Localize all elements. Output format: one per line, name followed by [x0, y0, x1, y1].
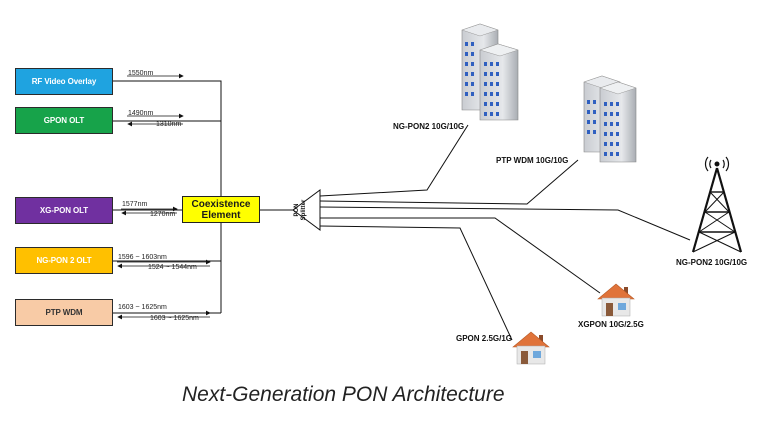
- diagram-caption: Next-Generation PON Architecture: [182, 383, 505, 406]
- wavelength-label-ptp-down: 1603 ~ 1625nm: [118, 304, 167, 311]
- house-icon: [597, 283, 635, 317]
- wavelength-label-xgpon-down: 1577nm: [122, 201, 148, 208]
- splitter-output-lines: [319, 124, 691, 341]
- ptp-wdm-box: PTP WDM: [15, 299, 113, 326]
- wavelength-arrows: [117, 73, 211, 320]
- office-building-icon: [461, 23, 519, 121]
- cell-tower-icon: [691, 156, 743, 253]
- gpon-olt-box: GPON OLT: [15, 107, 113, 134]
- xgpon-house-label: XGPON 10G/2.5G: [578, 320, 644, 329]
- line-to-xgpon-house: [320, 217, 601, 294]
- pon-splitter-shape: [292, 189, 321, 231]
- office-building-icon: [583, 75, 637, 163]
- splitter-label-line1: PON: [294, 203, 300, 217]
- splitter-label-line2: Splitter: [301, 199, 307, 221]
- wavelength-label-ngpon2-up: 1524 ~ 1544nm: [148, 264, 197, 271]
- ngpon2-building-label: NG-PON2 10G/10G: [393, 122, 465, 131]
- wavelength-label-gpon-down: 1490nm: [128, 110, 154, 117]
- pon-splitter-label: PON Splitter: [294, 200, 308, 221]
- wavelength-label-xgpon-up: 1270nm: [150, 211, 176, 218]
- line-to-gpon-house: [319, 225, 513, 341]
- gpon-house-label: GPON 2.5G/1G: [456, 334, 513, 343]
- xg-pon-olt-box: XG-PON OLT: [15, 197, 113, 224]
- line-to-ngpon2-building: [319, 124, 469, 197]
- ng-pon2-olt-box: NG-PON 2 OLT: [15, 247, 113, 274]
- coexistence-label-line1: Coexistence: [191, 199, 251, 210]
- rf-video-overlay-box: RF Video Overlay: [15, 68, 113, 95]
- wavelength-label-gpon-up: 1310nm: [156, 121, 182, 128]
- wavelength-label-ngpon2-down: 1596 ~ 1603nm: [118, 254, 167, 261]
- wavelength-label-ptp-up: 1603 ~ 1625nm: [150, 315, 199, 322]
- wavelength-label-rf-down: 1550nm: [128, 70, 154, 77]
- coexistence-label-line2: Element: [201, 210, 241, 221]
- ptp-building-label: PTP WDM 10G/10G: [496, 156, 569, 165]
- ngpon2-tower-label: NG-PON2 10G/10G: [676, 258, 748, 267]
- coexistence-element-box: Coexistence Element: [182, 196, 260, 223]
- line-to-tower: [319, 206, 691, 241]
- house-icon: [512, 331, 550, 365]
- line-to-ptp-building: [319, 159, 579, 205]
